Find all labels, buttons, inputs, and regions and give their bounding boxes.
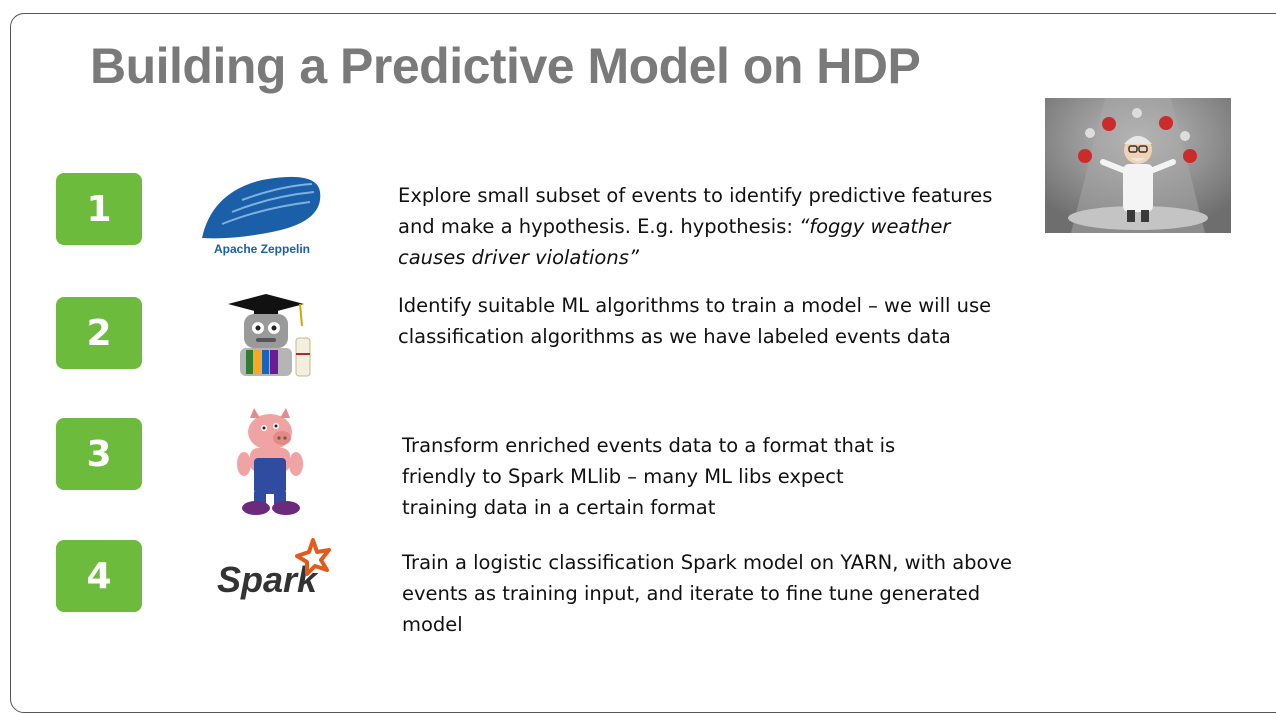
slide-title: Building a Predictive Model on HDP — [90, 38, 921, 94]
pig-icon — [230, 408, 312, 516]
step-3-text: Transform enriched events data to a form… — [402, 434, 896, 519]
zeppelin-icon: Apache Zeppelin — [192, 172, 332, 262]
step-1-text: Explore small subset of events to identi… — [398, 180, 1018, 273]
step-2-badge: 2 — [56, 297, 142, 369]
step-1-badge: 1 — [56, 173, 142, 245]
spark-logo-icon: Spark — [215, 538, 335, 600]
graduate-robot-icon — [220, 290, 320, 380]
step-4-text: Train a logistic classification Spark mo… — [402, 551, 1013, 636]
step-4-badge: 4 — [56, 540, 142, 612]
spark-logo-text: Spark — [217, 559, 319, 600]
step-3-badge: 3 — [56, 418, 142, 490]
step-1-text-main: Explore small subset of events to identi… — [398, 184, 993, 238]
step-2-text: Identify suitable ML algorithms to train… — [398, 294, 992, 348]
step-1-text-italic: “foggy weather causes driver violations” — [398, 215, 951, 269]
data-scientist-icon — [1045, 98, 1231, 233]
zeppelin-label: Apache Zeppelin — [213, 242, 311, 256]
